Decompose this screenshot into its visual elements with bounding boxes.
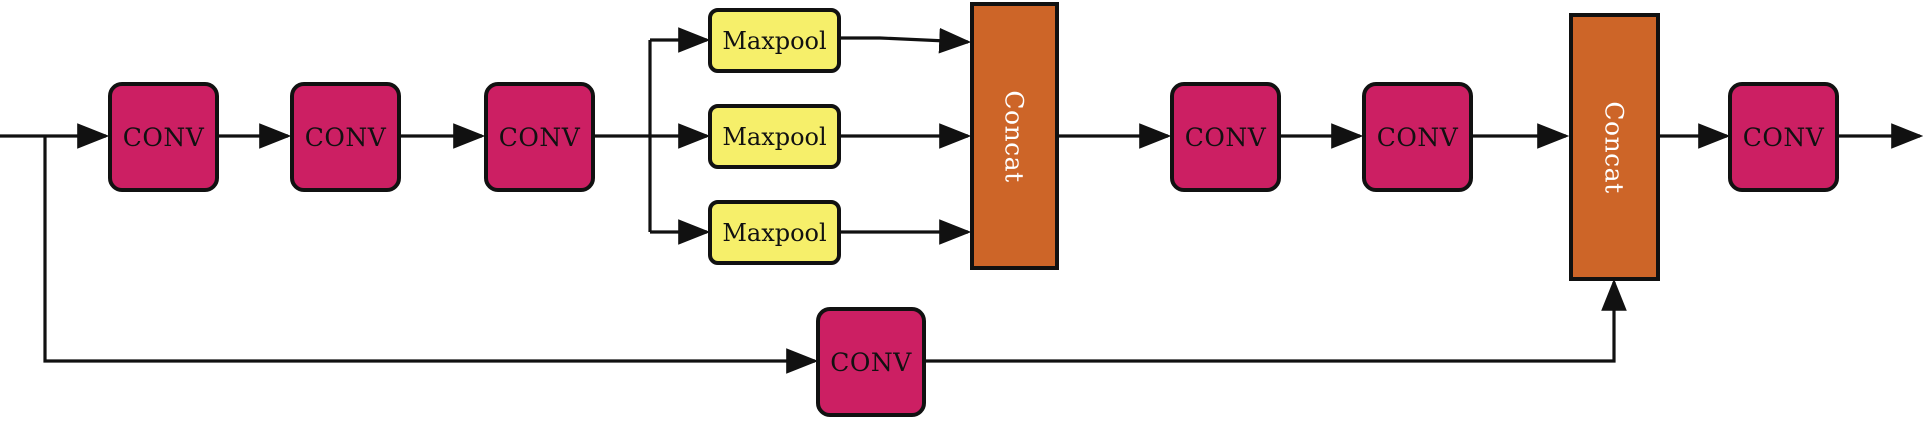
conv-block-3-label: CONV [498,122,581,152]
concat-block-2: Concat [1569,13,1660,281]
conv-block-1: CONV [108,82,219,192]
conv-block-3: CONV [484,82,595,192]
conv-block-4: CONV [1170,82,1281,192]
conv-block-1-label: CONV [122,122,205,152]
conv-block-5: CONV [1362,82,1473,192]
concat-block-1: Concat [970,2,1059,270]
maxpool-block-1-label: Maxpool [722,26,827,55]
maxpool-block-1: Maxpool [708,8,841,73]
conv-block-6-label: CONV [1742,122,1825,152]
conv-block-shortcut-label: CONV [830,347,912,377]
conv-block-2-label: CONV [304,122,387,152]
conv-block-5-label: CONV [1376,122,1459,152]
conv-block-2: CONV [290,82,401,192]
maxpool-block-2-label: Maxpool [722,122,827,151]
concat-block-2-label: Concat [1600,100,1630,194]
maxpool-block-3: Maxpool [708,200,841,265]
arrow-maxpool-1-to-concat-1 [840,27,972,54]
concat-block-1-label: Concat [1000,89,1030,183]
conv-block-shortcut: CONV [816,307,926,417]
arrow-conv-shortcut-to-concat-2 [925,278,1627,363]
conv-block-6: CONV [1728,82,1839,192]
maxpool-block-3-label: Maxpool [722,218,827,247]
maxpool-block-2: Maxpool [708,104,841,169]
arrow-input-to-conv-shortcut [43,136,819,374]
conv-block-4-label: CONV [1184,122,1267,152]
